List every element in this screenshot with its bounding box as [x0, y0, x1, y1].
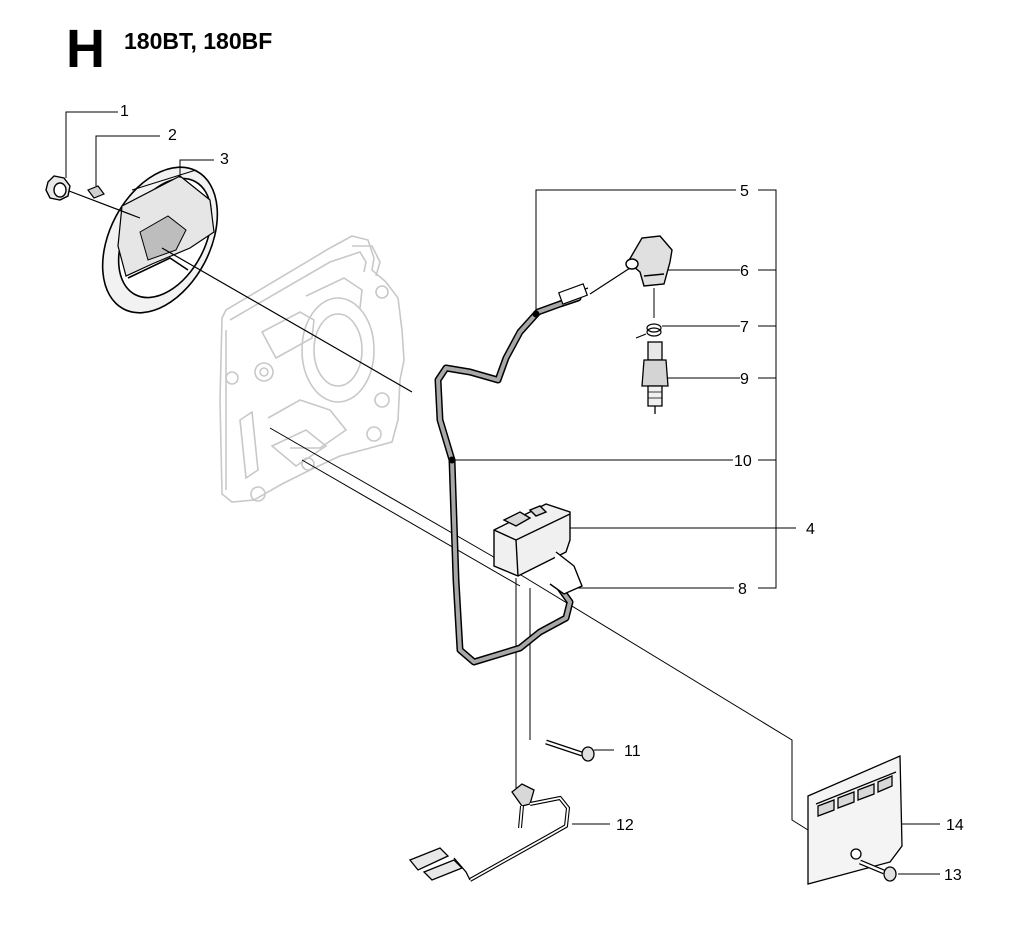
screw-13: [859, 859, 897, 882]
nut: [45, 175, 71, 201]
callout-labels: 1 2 3 5 6 7 9 10 4 8 11 12 14 13: [120, 103, 964, 884]
callout-10: 10: [734, 453, 752, 470]
callout-14: 14: [946, 817, 964, 834]
callout-7: 7: [740, 319, 749, 336]
lead-marker-10: [448, 456, 456, 464]
lead-marker-5: [532, 310, 540, 318]
callout-5: 5: [740, 183, 749, 200]
leader-lines: [65, 111, 940, 875]
callout-3: 3: [220, 151, 229, 168]
model-title: 180BT, 180BF: [124, 28, 273, 54]
callout-13: 13: [944, 867, 962, 884]
spring-clip: [635, 323, 662, 339]
crankshaft-axis-line: [55, 185, 413, 393]
callout-11: 11: [624, 743, 641, 760]
callout-12: 12: [616, 817, 634, 834]
callout-2: 2: [168, 127, 177, 144]
short-circuit-cable: [408, 783, 571, 882]
spark-plug-cap: [625, 235, 673, 318]
ignition-module: [493, 503, 583, 595]
crankcase: [219, 235, 405, 503]
flywheel: [101, 166, 219, 314]
callout-6: 6: [740, 263, 749, 280]
cover-plate: [807, 755, 903, 885]
spark-plug: [641, 341, 669, 414]
ht-lead: [434, 267, 631, 666]
callout-1: 1: [120, 103, 129, 120]
callout-8: 8: [738, 581, 747, 598]
callout-4: 4: [806, 521, 815, 538]
screw-11: [545, 739, 595, 762]
woodruff-key: [87, 185, 105, 199]
callout-9: 9: [740, 371, 749, 388]
section-letter: H: [66, 19, 105, 79]
